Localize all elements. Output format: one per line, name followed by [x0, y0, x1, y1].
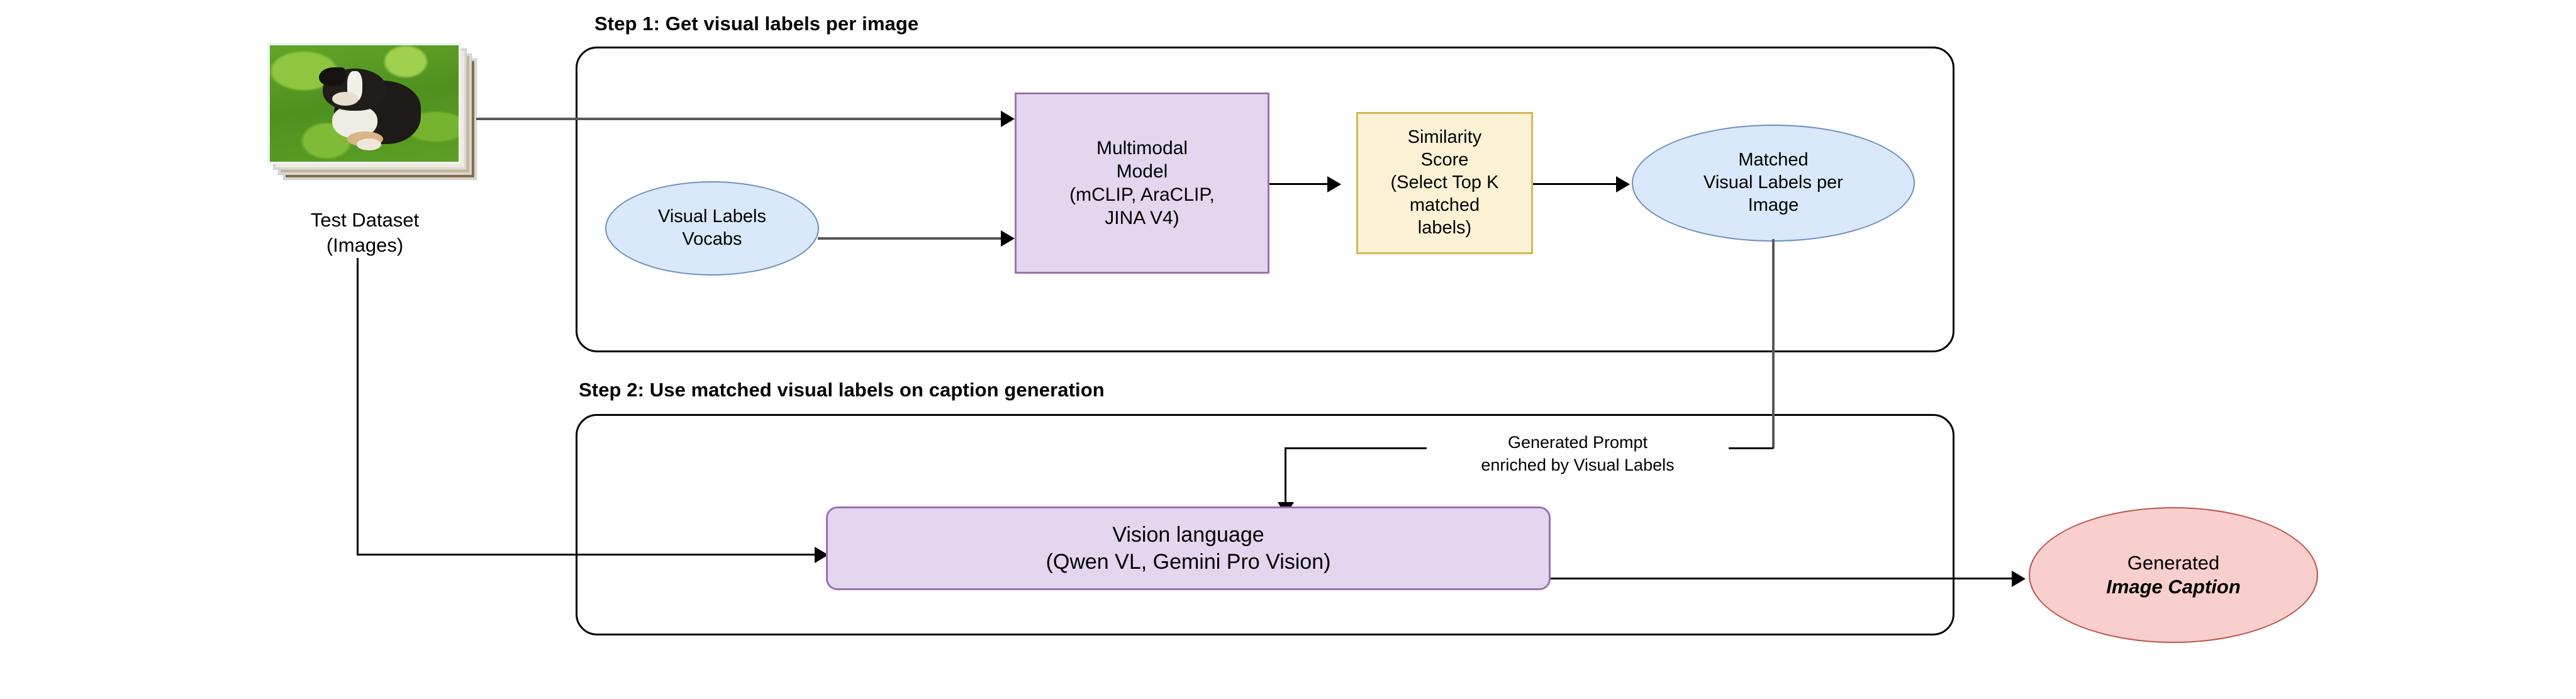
connector-vlm-to-caption [1551, 578, 2016, 579]
step-2-container [576, 414, 1954, 635]
step-2-title: Step 2: Use matched visual labels on cap… [579, 379, 1105, 401]
multimodal-model-line2: Model [1116, 160, 1168, 182]
node-similarity-score: Similarity Score (Select Top K matched l… [1356, 112, 1533, 254]
matched-visual-labels-line3: Image [1748, 194, 1799, 215]
multimodal-model-line3: (mCLIP, AraCLIP, [1069, 184, 1215, 205]
vision-language-line2: (Qwen VL, Gemini Pro Vision) [1045, 549, 1331, 574]
connector-matched-down [1772, 239, 1775, 449]
node-vision-language: Vision language (Qwen VL, Gemini Pro Vis… [826, 506, 1551, 590]
connector-model-to-score [1269, 183, 1332, 185]
test-dataset-image-stack [267, 43, 476, 179]
connector-image-down [357, 258, 359, 555]
similarity-score-line4: matched [1409, 194, 1480, 215]
connector-image-to-model [476, 118, 1002, 120]
visual-labels-vocabs-line1: Visual Labels [658, 206, 766, 227]
matched-visual-labels-line1: Matched [1738, 150, 1809, 171]
generated-prompt-line2: enriched by Visual Labels [1481, 456, 1675, 475]
connector-image-to-vlm-arrow [815, 547, 828, 563]
connector-prompt-down [1285, 447, 1286, 507]
multimodal-model-line4: JINA V4) [1105, 208, 1179, 229]
connector-image-to-vlm [357, 554, 816, 556]
step-1-title: Step 1: Get visual labels per image [594, 13, 919, 35]
node-multimodal-model: Multimodal Model (mCLIP, AraCLIP, JINA V… [1015, 92, 1269, 274]
multimodal-model-line1: Multimodal [1096, 137, 1188, 159]
connector-vlm-to-caption-arrow [2012, 571, 2026, 587]
connector-vocabs-to-model [818, 237, 1002, 240]
connector-score-to-matched [1533, 183, 1621, 185]
generated-prompt-line1: Generated Prompt [1507, 433, 1648, 452]
test-dataset-caption: Test Dataset (Images) [233, 208, 497, 259]
step-1-container [576, 47, 1954, 352]
dataset-sample-photo [267, 43, 461, 164]
node-matched-visual-labels: Matched Visual Labels per Image [1632, 125, 1915, 242]
generated-caption-line1: Generated [2127, 551, 2220, 574]
connector-score-to-matched-arrow [1616, 176, 1630, 193]
matched-visual-labels-line2: Visual Labels per [1703, 172, 1843, 193]
similarity-score-line2: Score [1420, 150, 1469, 171]
test-dataset-caption-line1: Test Dataset [310, 209, 420, 231]
connector-image-to-model-arrow [1001, 111, 1015, 127]
similarity-score-line5: labels) [1417, 217, 1472, 238]
connector-model-to-score-arrow [1327, 176, 1341, 193]
similarity-score-line1: Similarity [1407, 127, 1482, 148]
similarity-score-line3: (Select Top K [1390, 172, 1499, 193]
node-generated-caption: Generated Image Caption [2029, 507, 2318, 643]
connector-vocabs-to-model-arrow [1001, 230, 1015, 247]
annotation-generated-prompt: Generated Prompt enriched by Visual Labe… [1427, 430, 1729, 478]
visual-labels-vocabs-line2: Vocabs [682, 229, 742, 249]
node-visual-labels-vocabs: Visual Labels Vocabs [605, 181, 819, 276]
generated-caption-line2: Image Caption [2106, 576, 2241, 598]
test-dataset-caption-line2: (Images) [326, 234, 404, 257]
vision-language-line1: Vision language [1112, 523, 1264, 547]
